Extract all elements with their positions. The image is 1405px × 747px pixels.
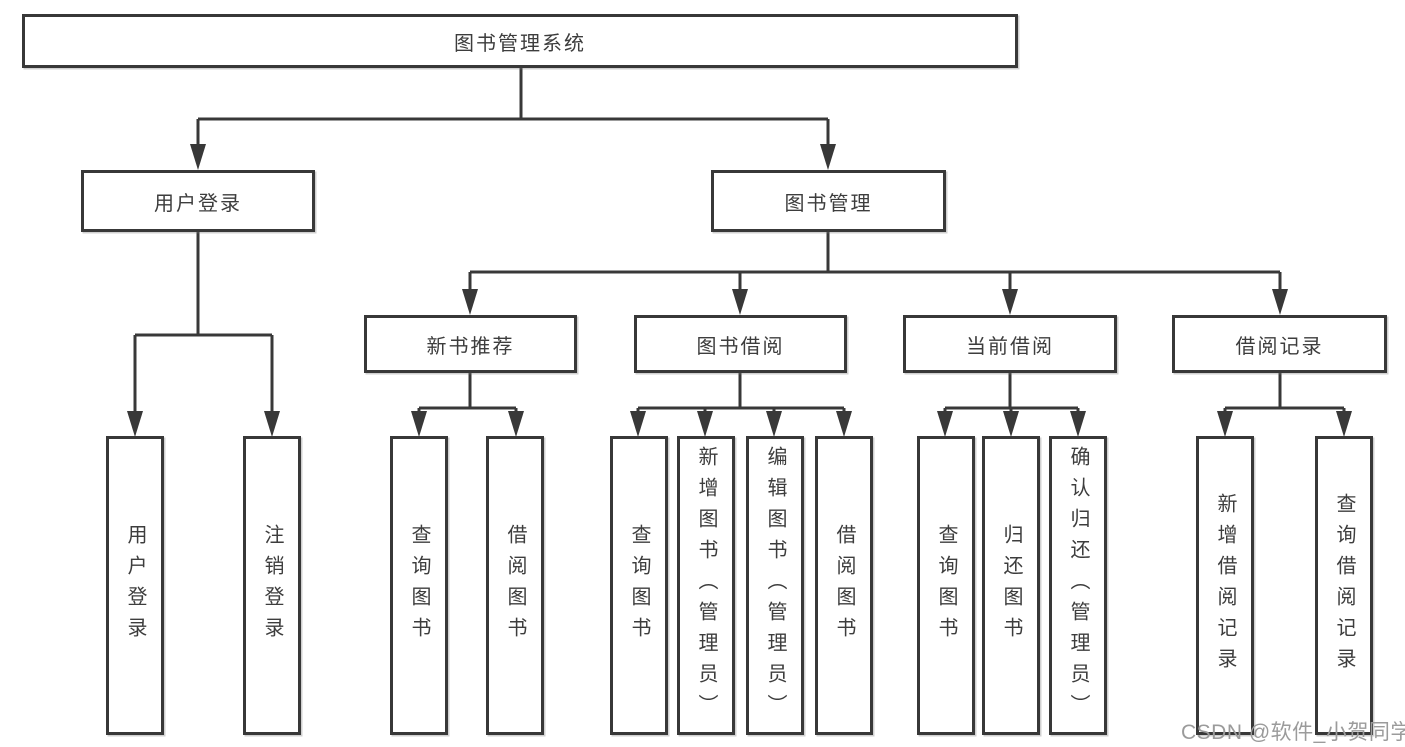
node-current-borrowing-label: 当前借阅	[966, 335, 1054, 358]
leaf-return-books-label: 归还图书	[1000, 523, 1022, 648]
leaf-user-login: 用户登录	[106, 436, 164, 735]
leaf-user-login-label: 用户登录	[124, 523, 146, 648]
leaf-add-books-admin-label: 新增图书（管理员）	[695, 446, 717, 725]
csdn-watermark: CSDN @软件_小贺同学	[1181, 721, 1405, 744]
leaf-edit-books-admin: 编辑图书（管理员）	[746, 436, 804, 735]
leaf-query-books-borrowing-label: 查询图书	[628, 523, 650, 648]
leaf-query-books-recommend-label: 查询图书	[408, 523, 430, 648]
node-book-management-label: 图书管理	[784, 192, 873, 215]
node-root-system-label: 图书管理系统	[454, 32, 586, 55]
leaf-query-books-recommend: 查询图书	[390, 436, 448, 735]
leaf-add-books-admin: 新增图书（管理员）	[677, 436, 735, 735]
leaf-add-borrow-record-label: 新增借阅记录	[1214, 492, 1236, 679]
leaf-query-books-borrowing: 查询图书	[610, 436, 668, 735]
node-book-borrowing: 图书借阅	[634, 315, 847, 373]
leaf-confirm-return-admin-label: 确认归还（管理员）	[1067, 446, 1089, 725]
node-book-borrowing-label: 图书借阅	[696, 335, 785, 358]
leaf-return-books: 归还图书	[982, 436, 1040, 735]
leaf-logout-label: 注销登录	[261, 523, 283, 648]
leaf-borrow-books: 借阅图书	[815, 436, 873, 735]
leaf-add-borrow-record: 新增借阅记录	[1196, 436, 1254, 735]
node-book-management: 图书管理	[711, 170, 946, 232]
node-borrow-records-label: 借阅记录	[1235, 335, 1324, 358]
leaf-edit-books-admin-label: 编辑图书（管理员）	[764, 446, 786, 725]
node-root-system: 图书管理系统	[22, 14, 1018, 68]
leaf-confirm-return-admin: 确认归还（管理员）	[1049, 436, 1107, 735]
leaf-borrow-books-recommend-label: 借阅图书	[504, 523, 526, 648]
leaf-query-books-current-label: 查询图书	[935, 523, 957, 648]
leaf-query-books-current: 查询图书	[917, 436, 975, 735]
node-user-login-label: 用户登录	[154, 192, 242, 215]
node-borrow-records: 借阅记录	[1172, 315, 1387, 373]
node-new-book-recommend-label: 新书推荐	[426, 335, 515, 358]
node-current-borrowing: 当前借阅	[903, 315, 1117, 373]
node-new-book-recommend: 新书推荐	[364, 315, 577, 373]
leaf-query-borrow-record: 查询借阅记录	[1315, 436, 1373, 735]
node-user-login: 用户登录	[81, 170, 315, 232]
leaf-borrow-books-recommend: 借阅图书	[486, 436, 544, 735]
leaf-borrow-books-label: 借阅图书	[833, 523, 855, 648]
leaf-logout: 注销登录	[243, 436, 301, 735]
leaf-query-borrow-record-label: 查询借阅记录	[1333, 492, 1355, 679]
